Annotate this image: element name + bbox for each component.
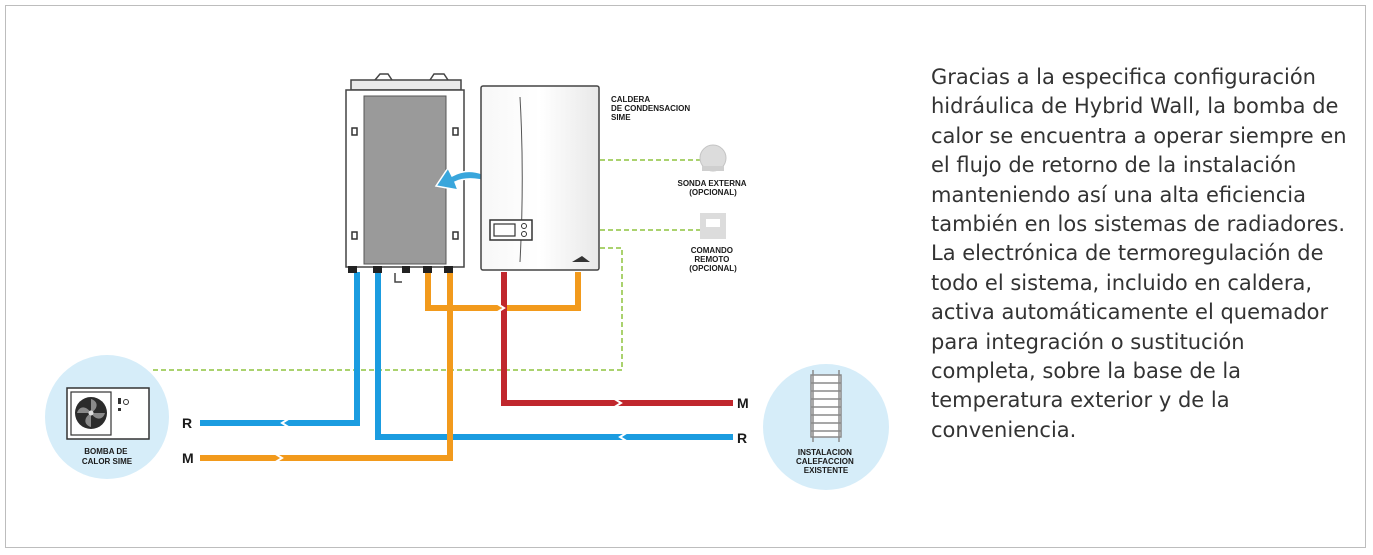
external-sensor-icon: [699, 144, 727, 172]
pipe-flow-heatpump: [200, 272, 453, 461]
arrow-return-right: [618, 431, 629, 443]
label-r-right: R: [737, 430, 747, 446]
description-paragraph-1: Gracias a la especifica configuración hi…: [931, 65, 1347, 237]
pipes: [200, 272, 733, 461]
diagram-frame: [5, 5, 1366, 548]
unit-panel: [363, 95, 447, 265]
flow-arrows: [273, 302, 629, 464]
label-m-left: M: [182, 450, 194, 466]
control-line-bomba: [150, 247, 623, 371]
boiler-body: [480, 85, 600, 271]
label-sonda: SONDA EXTERNA (OPCIONAL): [678, 179, 749, 197]
label-caldera: CALDERA DE CONDENSACION SIME: [611, 95, 692, 122]
heat-pump: [45, 355, 169, 479]
remote-control-icon: [700, 213, 726, 239]
pipe-hot-flow: [501, 272, 733, 406]
boiler-unit: [480, 85, 600, 271]
description-paragraph-2: La electrónica de termoregulación de tod…: [931, 241, 1329, 442]
arrow-return-left: [280, 417, 291, 429]
label-r-left: R: [182, 415, 192, 431]
label-instalacion: INSTALACION CALEFACCION EXISTENTE: [796, 448, 856, 475]
fan-icon: [75, 397, 107, 429]
arrow-flow-boiler: [495, 302, 506, 314]
label-m-right: M: [737, 395, 749, 411]
unit-top-cap: [350, 79, 462, 91]
label-comando: COMANDO REMOTO (OPCIONAL): [689, 246, 737, 273]
installation: [763, 364, 889, 490]
pipe-return-heatpump: [200, 272, 360, 426]
label-bomba: BOMBA DE CALOR SIME: [82, 447, 133, 466]
arrow-hot-flow: [612, 397, 623, 409]
description-text: Gracias a la especifica configuración hi…: [931, 63, 1351, 445]
radiator-icon: [810, 370, 842, 442]
arrow-flow-left: [273, 452, 284, 464]
boiler-display: [489, 219, 533, 241]
control-lines: [150, 159, 700, 371]
pipe-return-installation: [375, 272, 733, 440]
